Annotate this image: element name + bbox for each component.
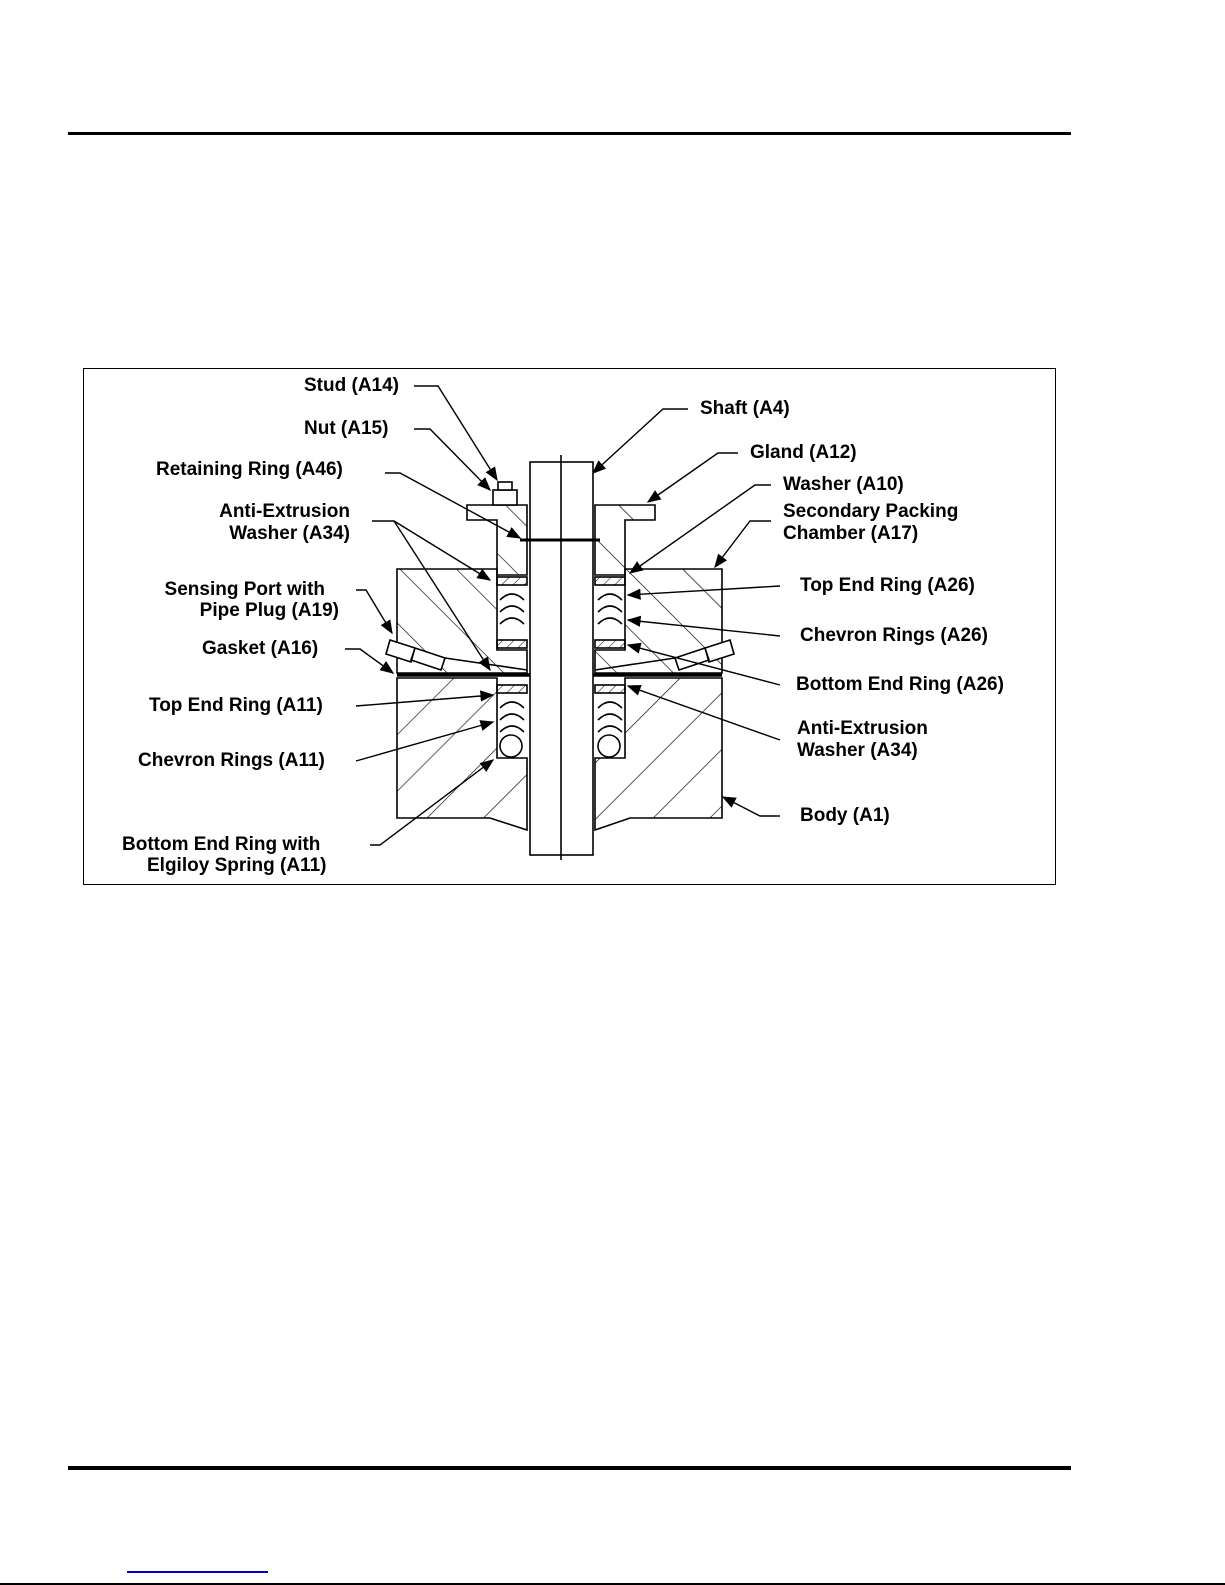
label-retaining-ring: Retaining Ring (A46) xyxy=(156,459,343,480)
label-washer: Washer (A10) xyxy=(783,474,904,495)
label-secondary-chamber-1: Secondary Packing xyxy=(783,501,959,522)
label-gland: Gland (A12) xyxy=(750,442,857,463)
header-rule xyxy=(68,132,1071,135)
label-anti-extrusion-right-2: Washer (A34) xyxy=(797,740,918,761)
label-chevron-rings-a11: Chevron Rings (A11) xyxy=(138,750,325,771)
label-stud: Stud (A14) xyxy=(304,375,399,396)
label-sensing-port-2: Pipe Plug (A19) xyxy=(199,600,339,621)
label-top-end-ring-a26: Top End Ring (A26) xyxy=(800,575,975,596)
footer-rule xyxy=(68,1466,1071,1470)
gland xyxy=(466,504,656,576)
figure-frame xyxy=(83,368,1056,885)
label-gasket: Gasket (A16) xyxy=(202,638,319,659)
label-shaft: Shaft (A4) xyxy=(700,398,790,419)
label-top-end-ring-a11: Top End Ring (A11) xyxy=(149,695,323,716)
label-anti-extrusion-right-1: Anti-Extrusion xyxy=(797,718,928,739)
label-anti-extrusion-left-2: Washer (A34) xyxy=(229,523,350,544)
label-bottom-end-ring-2: Elgiloy Spring (A11) xyxy=(147,855,327,876)
footer-link[interactable] xyxy=(127,1571,268,1573)
label-anti-extrusion-left-1: Anti-Extrusion xyxy=(219,501,350,522)
label-bottom-end-ring-1: Bottom End Ring with xyxy=(122,834,321,855)
label-secondary-chamber-2: Chamber (A17) xyxy=(783,523,919,544)
page-bottom-border xyxy=(0,1583,1225,1585)
label-body: Body (A1) xyxy=(800,805,890,826)
label-sensing-port-1: Sensing Port with xyxy=(164,579,325,600)
label-chevron-rings-a26: Chevron Rings (A26) xyxy=(800,625,988,646)
label-nut: Nut (A15) xyxy=(304,418,389,439)
label-bottom-end-ring-a26: Bottom End Ring (A26) xyxy=(796,674,1004,695)
